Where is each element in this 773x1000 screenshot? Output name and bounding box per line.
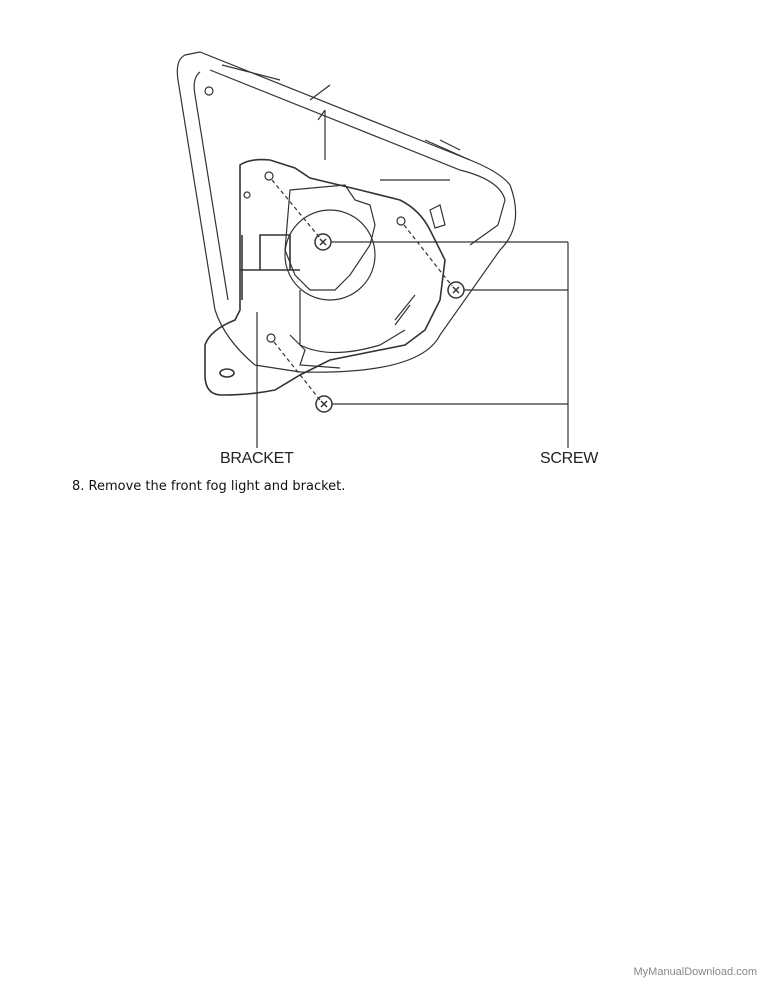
bracket-shape	[204, 158, 446, 396]
fog-light-body	[243, 171, 446, 369]
screw-icon	[314, 233, 332, 251]
screw-icons	[314, 233, 465, 413]
leader-lines	[256, 241, 569, 448]
watermark: MyManualDownload.com	[633, 966, 758, 978]
screw-icon	[315, 395, 333, 413]
bumper-housing-outline	[176, 51, 517, 373]
bracket-label: BRACKET	[220, 450, 294, 467]
screw-path-dashes	[271, 179, 453, 401]
step-instruction: 8. Remove the front fog light and bracke…	[72, 479, 346, 494]
screw-label: SCREW	[540, 450, 599, 467]
screw-icon	[447, 281, 465, 299]
